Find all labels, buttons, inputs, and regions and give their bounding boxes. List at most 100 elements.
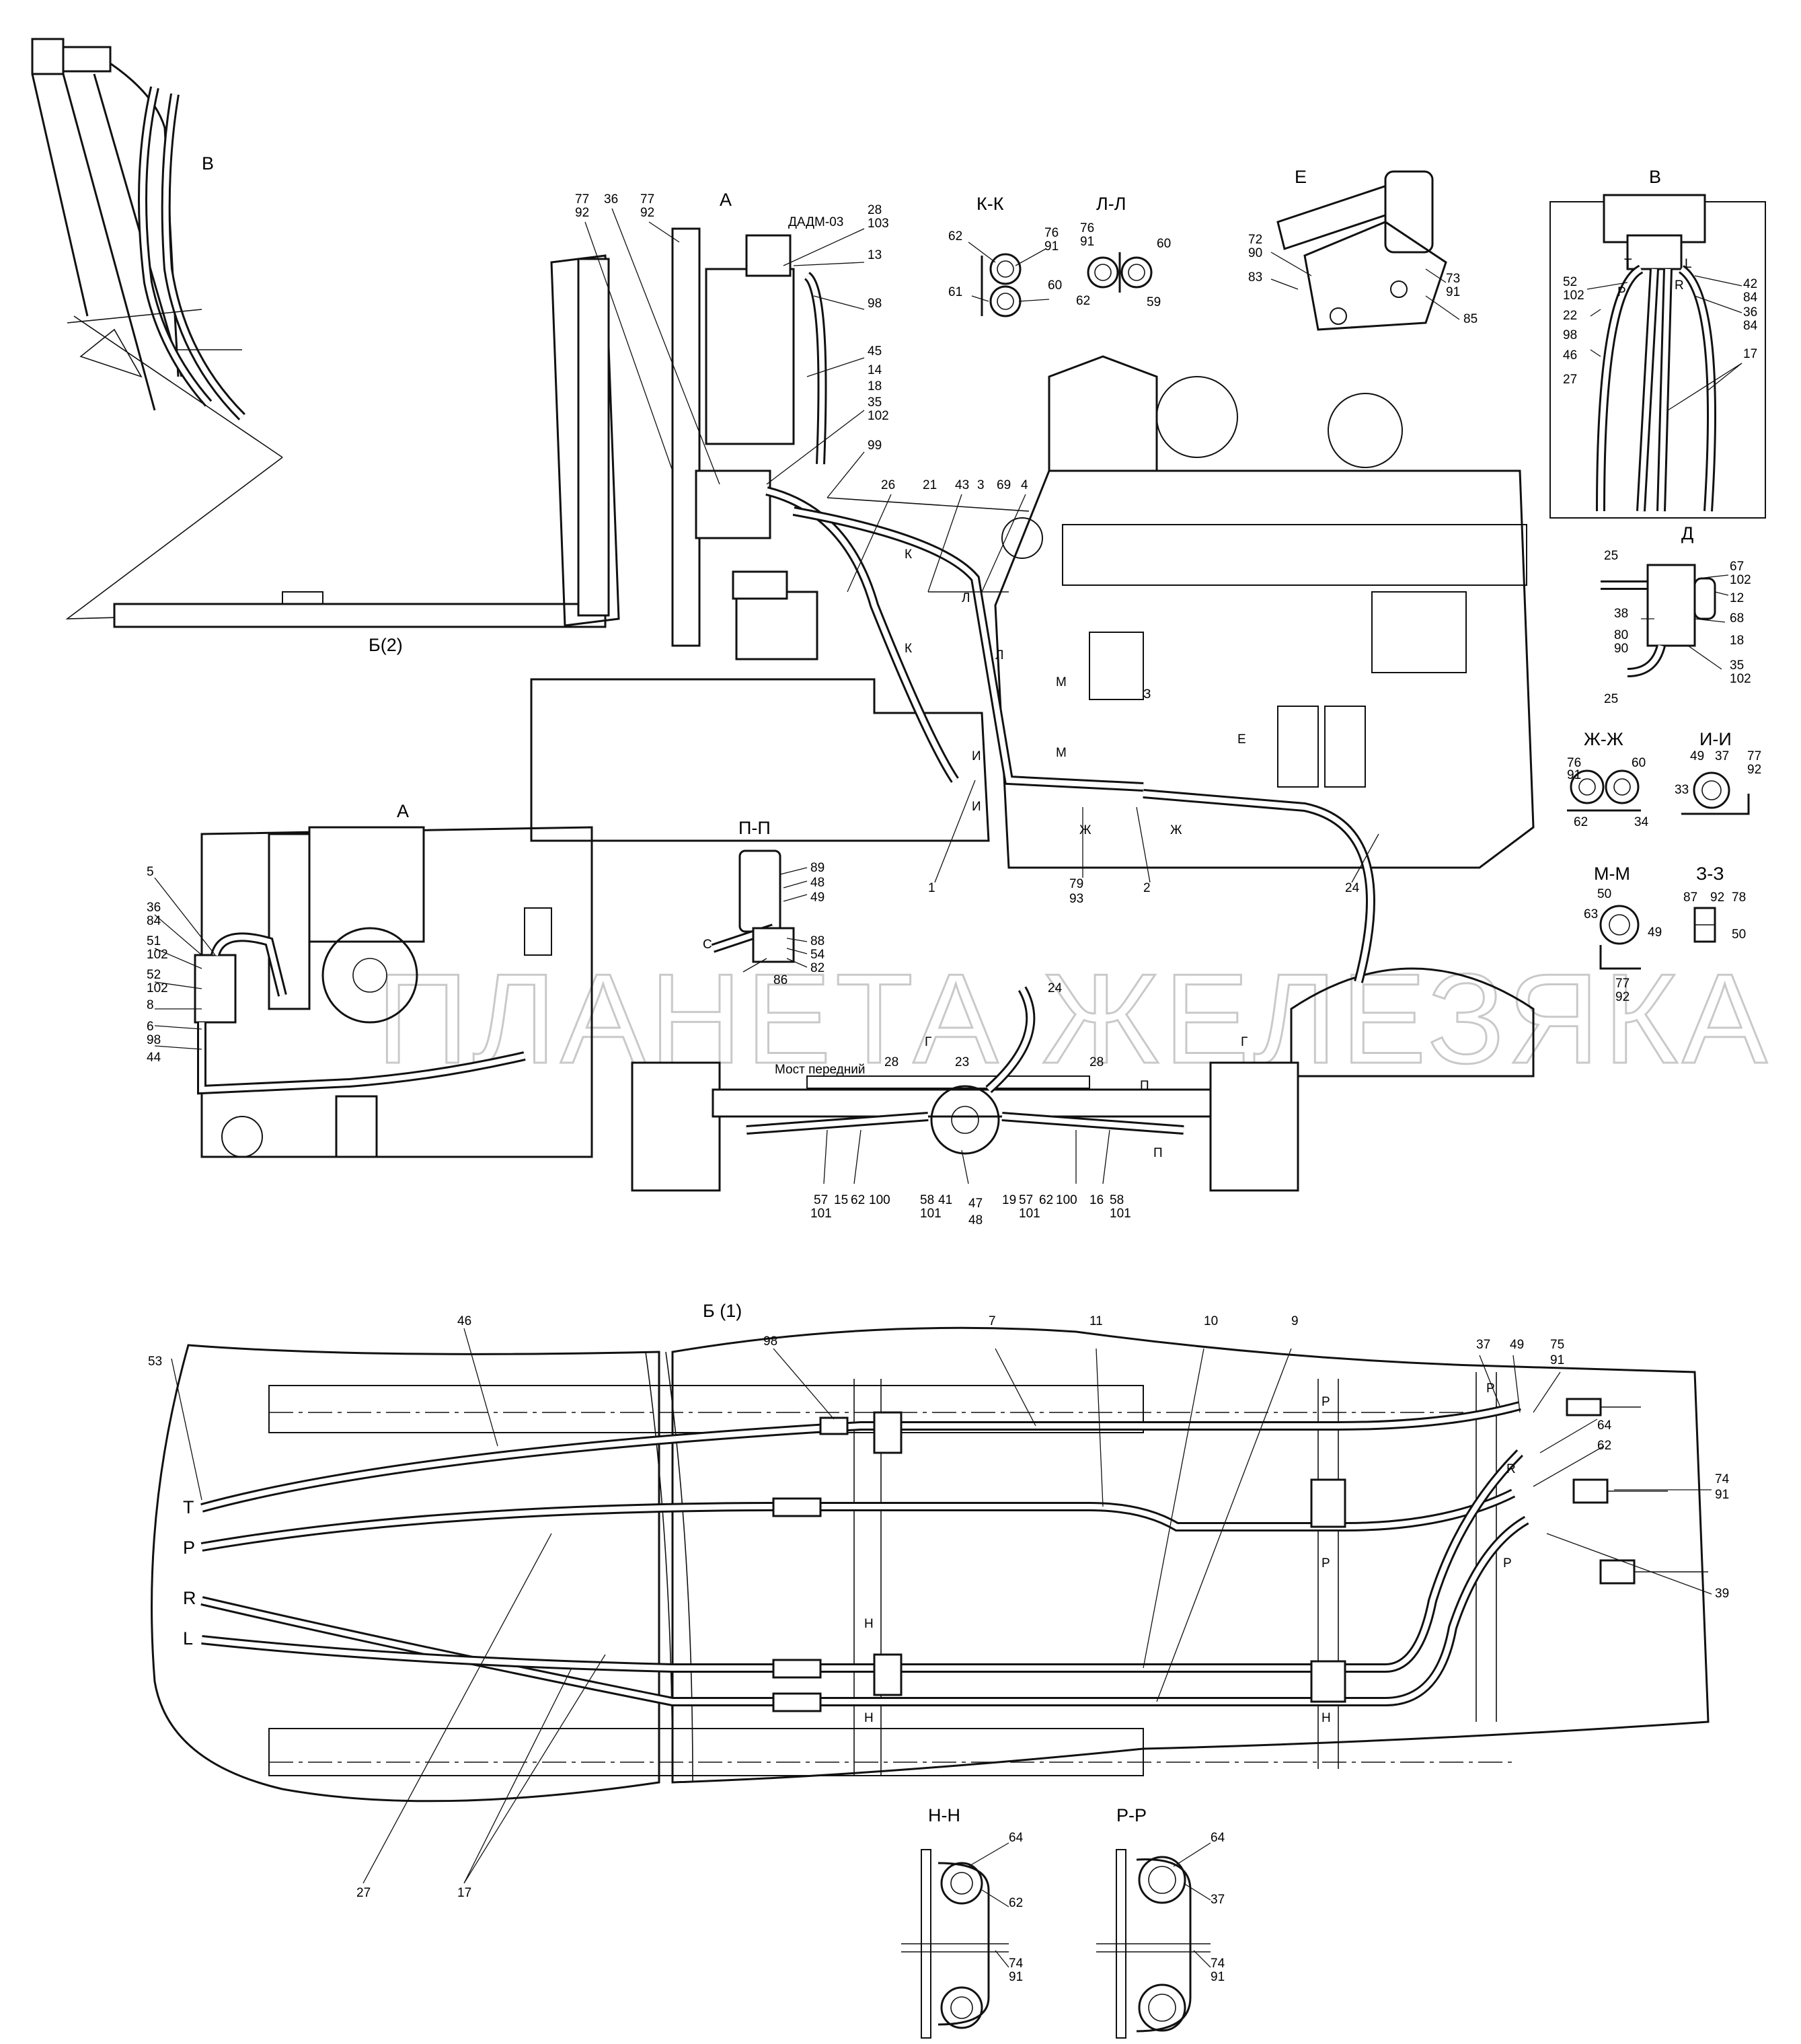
svg-text:76: 76 <box>1080 221 1094 235</box>
axle-callouts: 24 28 23 28 57 101 15 62 100 58 41 101 4… <box>810 981 1131 1227</box>
svg-text:49: 49 <box>1510 1338 1524 1352</box>
svg-text:91: 91 <box>1446 285 1460 299</box>
svg-text:91: 91 <box>1044 239 1059 254</box>
front-axle-view <box>631 986 1299 1192</box>
svg-text:72: 72 <box>1248 233 1262 247</box>
svg-text:24: 24 <box>1048 981 1063 995</box>
view-v-right-title: В <box>1649 167 1661 187</box>
svg-text:92: 92 <box>1615 990 1630 1004</box>
section-m-m <box>1599 905 1641 970</box>
svg-text:L: L <box>1685 257 1692 271</box>
svg-text:R: R <box>1506 1462 1516 1476</box>
view-d-title: Д <box>1681 523 1693 543</box>
svg-text:6: 6 <box>147 1020 154 1034</box>
svg-text:68: 68 <box>1730 611 1744 626</box>
svg-text:28: 28 <box>1089 1055 1104 1069</box>
break-line <box>65 457 586 619</box>
svg-text:58: 58 <box>1110 1193 1124 1207</box>
svg-text:61: 61 <box>948 285 962 299</box>
svg-text:91: 91 <box>1550 1353 1564 1367</box>
svg-text:92: 92 <box>640 206 654 220</box>
svg-text:102: 102 <box>147 948 168 962</box>
svg-text:28: 28 <box>884 1055 898 1069</box>
svg-text:2: 2 <box>1143 881 1151 895</box>
bridge-label: Мост передний <box>775 1063 865 1077</box>
svg-text:46: 46 <box>457 1314 471 1328</box>
svg-text:3: 3 <box>977 478 985 492</box>
section-mm-title: М-М <box>1594 864 1630 884</box>
svg-text:35: 35 <box>868 395 882 410</box>
svg-text:P: P <box>1503 1556 1512 1570</box>
svg-text:62: 62 <box>1009 1896 1023 1910</box>
svg-text:102: 102 <box>1563 289 1584 303</box>
svg-text:12: 12 <box>1730 591 1744 605</box>
svg-text:69: 69 <box>997 478 1011 492</box>
svg-text:102: 102 <box>868 409 889 423</box>
svg-text:60: 60 <box>1048 278 1062 293</box>
svg-text:18: 18 <box>868 379 882 393</box>
svg-text:P: P <box>1321 1395 1330 1409</box>
svg-text:35: 35 <box>1730 658 1744 673</box>
svg-text:К: К <box>905 642 912 656</box>
svg-text:83: 83 <box>1248 270 1262 285</box>
svg-text:101: 101 <box>1019 1207 1040 1221</box>
svg-text:60: 60 <box>1632 756 1646 770</box>
svg-text:17: 17 <box>1743 347 1757 361</box>
svg-text:80: 80 <box>1614 628 1628 642</box>
svg-text:И: И <box>972 800 981 814</box>
svg-text:З: З <box>1143 687 1151 702</box>
main-leaders <box>584 208 1379 883</box>
svg-text:Ж: Ж <box>1170 823 1182 837</box>
svg-text:27: 27 <box>356 1886 371 1900</box>
svg-text:91: 91 <box>1009 1970 1023 1984</box>
svg-text:13: 13 <box>868 248 882 262</box>
svg-text:50: 50 <box>1732 928 1746 942</box>
section-zhzh-title: Ж-Ж <box>1584 729 1623 749</box>
svg-text:42: 42 <box>1743 277 1757 291</box>
svg-text:36: 36 <box>1743 305 1757 319</box>
section-kk-title: К-К <box>976 194 1004 214</box>
view-b1-title: Б (1) <box>703 1301 742 1321</box>
svg-text:93: 93 <box>1069 892 1083 906</box>
view-a-left-title: А <box>397 801 409 821</box>
svg-text:34: 34 <box>1634 815 1649 829</box>
svg-text:84: 84 <box>147 914 161 928</box>
svg-text:52: 52 <box>1563 275 1577 289</box>
svg-text:63: 63 <box>1584 907 1598 921</box>
svg-text:91: 91 <box>1080 235 1094 249</box>
svg-text:91: 91 <box>1211 1970 1225 1984</box>
svg-text:84: 84 <box>1743 319 1758 333</box>
svg-text:48: 48 <box>968 1213 983 1227</box>
svg-text:С: С <box>703 938 712 952</box>
svg-text:79: 79 <box>1069 877 1083 891</box>
main-side-view <box>113 227 1535 1077</box>
section-zz-title: З-З <box>1696 864 1724 884</box>
svg-text:39: 39 <box>1715 1587 1729 1601</box>
svg-text:R: R <box>1675 278 1684 293</box>
svg-text:Н: Н <box>1321 1711 1331 1725</box>
svg-text:41: 41 <box>938 1193 952 1207</box>
svg-text:100: 100 <box>869 1193 890 1207</box>
view-a-mark: А <box>720 190 732 210</box>
svg-text:43: 43 <box>955 478 969 492</box>
svg-text:М: М <box>1056 675 1067 689</box>
svg-text:57: 57 <box>814 1193 828 1207</box>
svg-text:10: 10 <box>1204 1314 1218 1328</box>
svg-text:М: М <box>1056 746 1067 760</box>
section-rr-title: Р-Р <box>1116 1805 1147 1825</box>
svg-text:90: 90 <box>1248 246 1262 260</box>
svg-text:36: 36 <box>147 901 161 915</box>
svg-text:74: 74 <box>1715 1472 1730 1486</box>
svg-text:24: 24 <box>1345 881 1360 895</box>
svg-text:64: 64 <box>1009 1831 1024 1845</box>
svg-text:85: 85 <box>1463 312 1478 326</box>
section-p-p <box>711 849 808 973</box>
svg-text:П: П <box>1140 1079 1149 1093</box>
svg-text:54: 54 <box>810 948 825 962</box>
svg-text:101: 101 <box>920 1207 942 1221</box>
section-l-l <box>1087 252 1153 293</box>
svg-text:16: 16 <box>1089 1193 1104 1207</box>
svg-text:62: 62 <box>1597 1439 1611 1453</box>
svg-text:76: 76 <box>1044 226 1059 240</box>
